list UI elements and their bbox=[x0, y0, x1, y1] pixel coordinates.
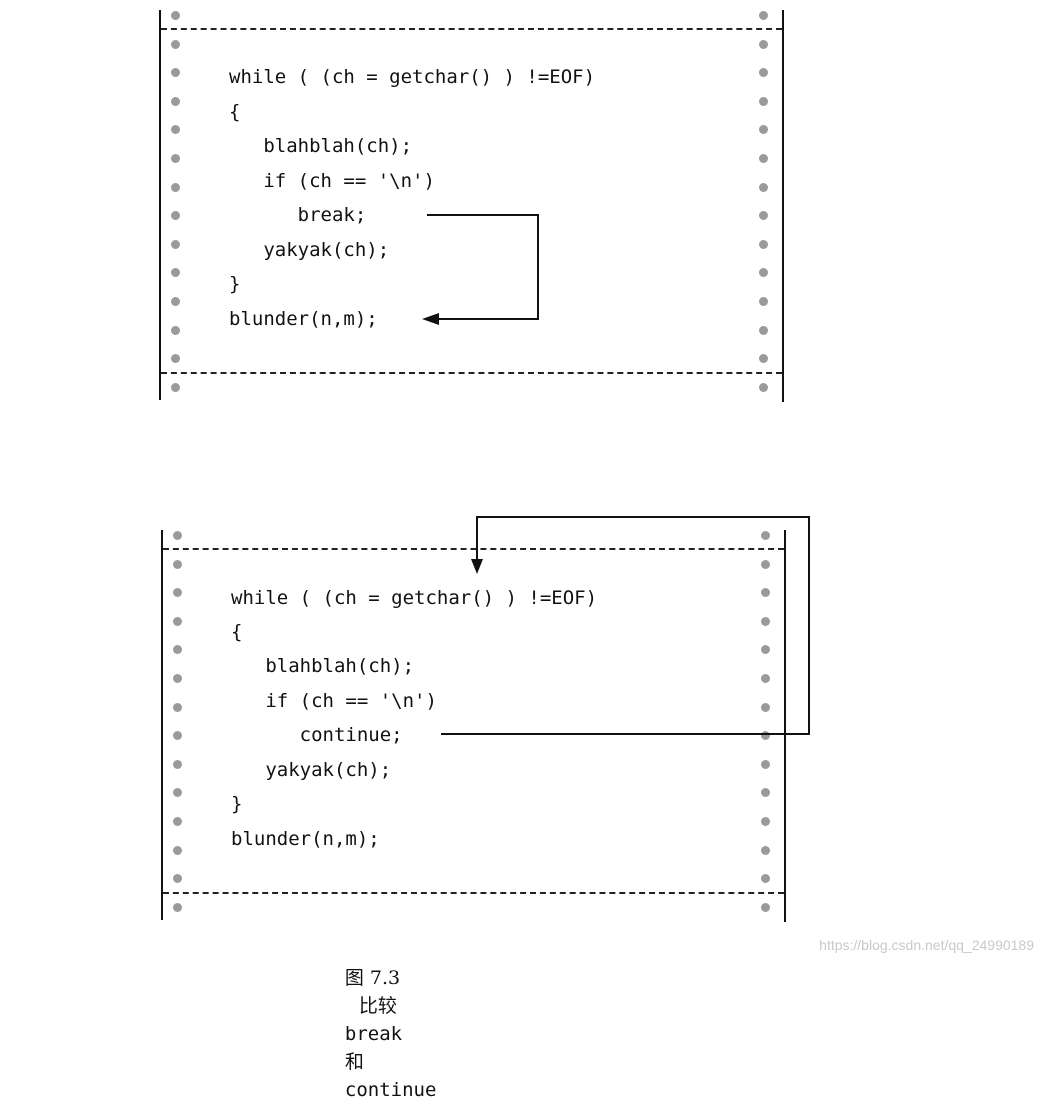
left-sprocket-hole bbox=[173, 759, 182, 769]
left-sprocket-hole bbox=[173, 902, 182, 912]
left-sprocket-hole bbox=[171, 325, 180, 335]
break-flow-arrow bbox=[422, 214, 539, 325]
code-line-close-brace: } bbox=[229, 273, 241, 295]
top-perforation-line bbox=[163, 548, 784, 550]
left-sprocket-hole bbox=[171, 239, 180, 249]
right-sprocket-hole bbox=[759, 39, 768, 49]
left-sprocket-hole bbox=[173, 874, 182, 884]
code-line-blunder: blunder(n,m); bbox=[231, 828, 380, 850]
code-line-blunder: blunder(n,m); bbox=[229, 308, 378, 330]
continue-arrowhead bbox=[471, 559, 483, 574]
right-edge-line bbox=[782, 10, 784, 402]
left-sprocket-hole bbox=[173, 645, 182, 655]
code-line-blahblah: blahblah(ch); bbox=[231, 655, 415, 677]
caption-figure-label: 图 7.3 bbox=[344, 967, 401, 989]
bottom-perforation-line bbox=[163, 892, 784, 894]
caption-break-keyword: break bbox=[344, 1023, 403, 1045]
left-sprocket-hole bbox=[171, 382, 180, 392]
right-sprocket-hole bbox=[759, 154, 768, 163]
left-sprocket-hole bbox=[173, 559, 182, 569]
right-sprocket-hole bbox=[759, 182, 768, 192]
right-sprocket-hole bbox=[759, 354, 768, 364]
code-line-break: break; bbox=[229, 204, 367, 226]
right-sprocket-hole bbox=[759, 211, 768, 221]
right-sprocket-hole bbox=[759, 68, 768, 78]
break-arrowhead bbox=[422, 313, 439, 325]
right-sprocket-hole bbox=[761, 874, 770, 884]
code-line-open-brace: { bbox=[231, 621, 243, 643]
left-sprocket-hole bbox=[171, 39, 180, 49]
continue-diagram-panel: while ( (ch = getchar() ) !=EOF) { blahb… bbox=[0, 510, 1042, 930]
caption-and-text: 和 bbox=[344, 1051, 364, 1073]
right-sprocket-hole bbox=[759, 11, 768, 20]
left-sprocket-hole bbox=[173, 531, 182, 540]
left-sprocket-hole bbox=[171, 354, 180, 364]
caption-compare-text: 比较 bbox=[358, 995, 397, 1017]
code-line-yakyak: yakyak(ch); bbox=[229, 239, 390, 261]
code-line-yakyak: yakyak(ch); bbox=[231, 759, 392, 781]
left-sprocket-hole bbox=[173, 731, 182, 741]
right-sprocket-hole bbox=[761, 731, 770, 741]
left-sprocket-hole bbox=[171, 125, 180, 135]
right-sprocket-hole bbox=[759, 96, 768, 106]
right-sprocket-hole bbox=[761, 817, 770, 826]
right-sprocket-hole bbox=[761, 645, 770, 655]
left-sprocket-hole bbox=[173, 616, 182, 626]
left-sprocket-hole bbox=[173, 788, 182, 798]
code-line-while: while ( (ch = getchar() ) !=EOF) bbox=[229, 66, 596, 88]
continue-arrow-path bbox=[441, 516, 810, 735]
right-sprocket-hole bbox=[761, 531, 770, 540]
right-sprocket-hole bbox=[759, 239, 768, 249]
code-line-blahblah: blahblah(ch); bbox=[229, 135, 413, 157]
left-sprocket-hole bbox=[171, 96, 180, 106]
watermark-url: https://blog.csdn.net/qq_24990189 bbox=[819, 937, 1034, 953]
right-sprocket-hole bbox=[759, 325, 768, 335]
caption-continue-keyword: continue bbox=[344, 1079, 437, 1101]
left-sprocket-hole bbox=[173, 845, 182, 855]
right-sprocket-hole bbox=[761, 559, 770, 569]
right-sprocket-hole bbox=[761, 702, 770, 712]
left-edge-line bbox=[161, 530, 163, 920]
figure-caption: 图 7.3 比较 break 和 continue bbox=[322, 936, 437, 1104]
right-sprocket-hole bbox=[761, 674, 770, 683]
left-sprocket-hole bbox=[173, 817, 182, 826]
break-diagram-panel: while ( (ch = getchar() ) !=EOF) { blahb… bbox=[0, 0, 1042, 410]
right-edge-line bbox=[784, 530, 786, 922]
code-line-close-brace: } bbox=[231, 793, 243, 815]
left-sprocket-hole bbox=[173, 588, 182, 598]
code-line-continue: continue; bbox=[231, 724, 403, 746]
left-sprocket-hole bbox=[173, 674, 182, 683]
right-sprocket-hole bbox=[761, 902, 770, 912]
code-line-while: while ( (ch = getchar() ) !=EOF) bbox=[231, 587, 598, 609]
right-sprocket-hole bbox=[761, 845, 770, 855]
right-sprocket-hole bbox=[759, 268, 768, 278]
right-sprocket-hole bbox=[759, 125, 768, 135]
continue-flow-arrow bbox=[441, 516, 810, 735]
top-perforation-line bbox=[161, 28, 782, 30]
left-sprocket-hole bbox=[171, 268, 180, 278]
left-sprocket-hole bbox=[171, 182, 180, 192]
bottom-perforation-line bbox=[161, 372, 782, 374]
code-line-if: if (ch == '\n') bbox=[229, 170, 435, 192]
left-sprocket-hole bbox=[171, 68, 180, 78]
right-sprocket-hole bbox=[761, 616, 770, 626]
code-line-open-brace: { bbox=[229, 101, 241, 123]
right-sprocket-hole bbox=[761, 788, 770, 798]
left-sprocket-hole bbox=[173, 702, 182, 712]
left-sprocket-hole bbox=[171, 11, 180, 20]
left-sprocket-hole bbox=[171, 211, 180, 221]
break-arrow-path bbox=[427, 214, 539, 320]
right-sprocket-hole bbox=[759, 382, 768, 392]
right-sprocket-hole bbox=[761, 759, 770, 769]
left-sprocket-hole bbox=[171, 297, 180, 306]
right-sprocket-hole bbox=[759, 297, 768, 306]
right-sprocket-hole bbox=[761, 588, 770, 598]
left-sprocket-hole bbox=[171, 154, 180, 163]
left-edge-line bbox=[159, 10, 161, 400]
code-line-if: if (ch == '\n') bbox=[231, 690, 437, 712]
